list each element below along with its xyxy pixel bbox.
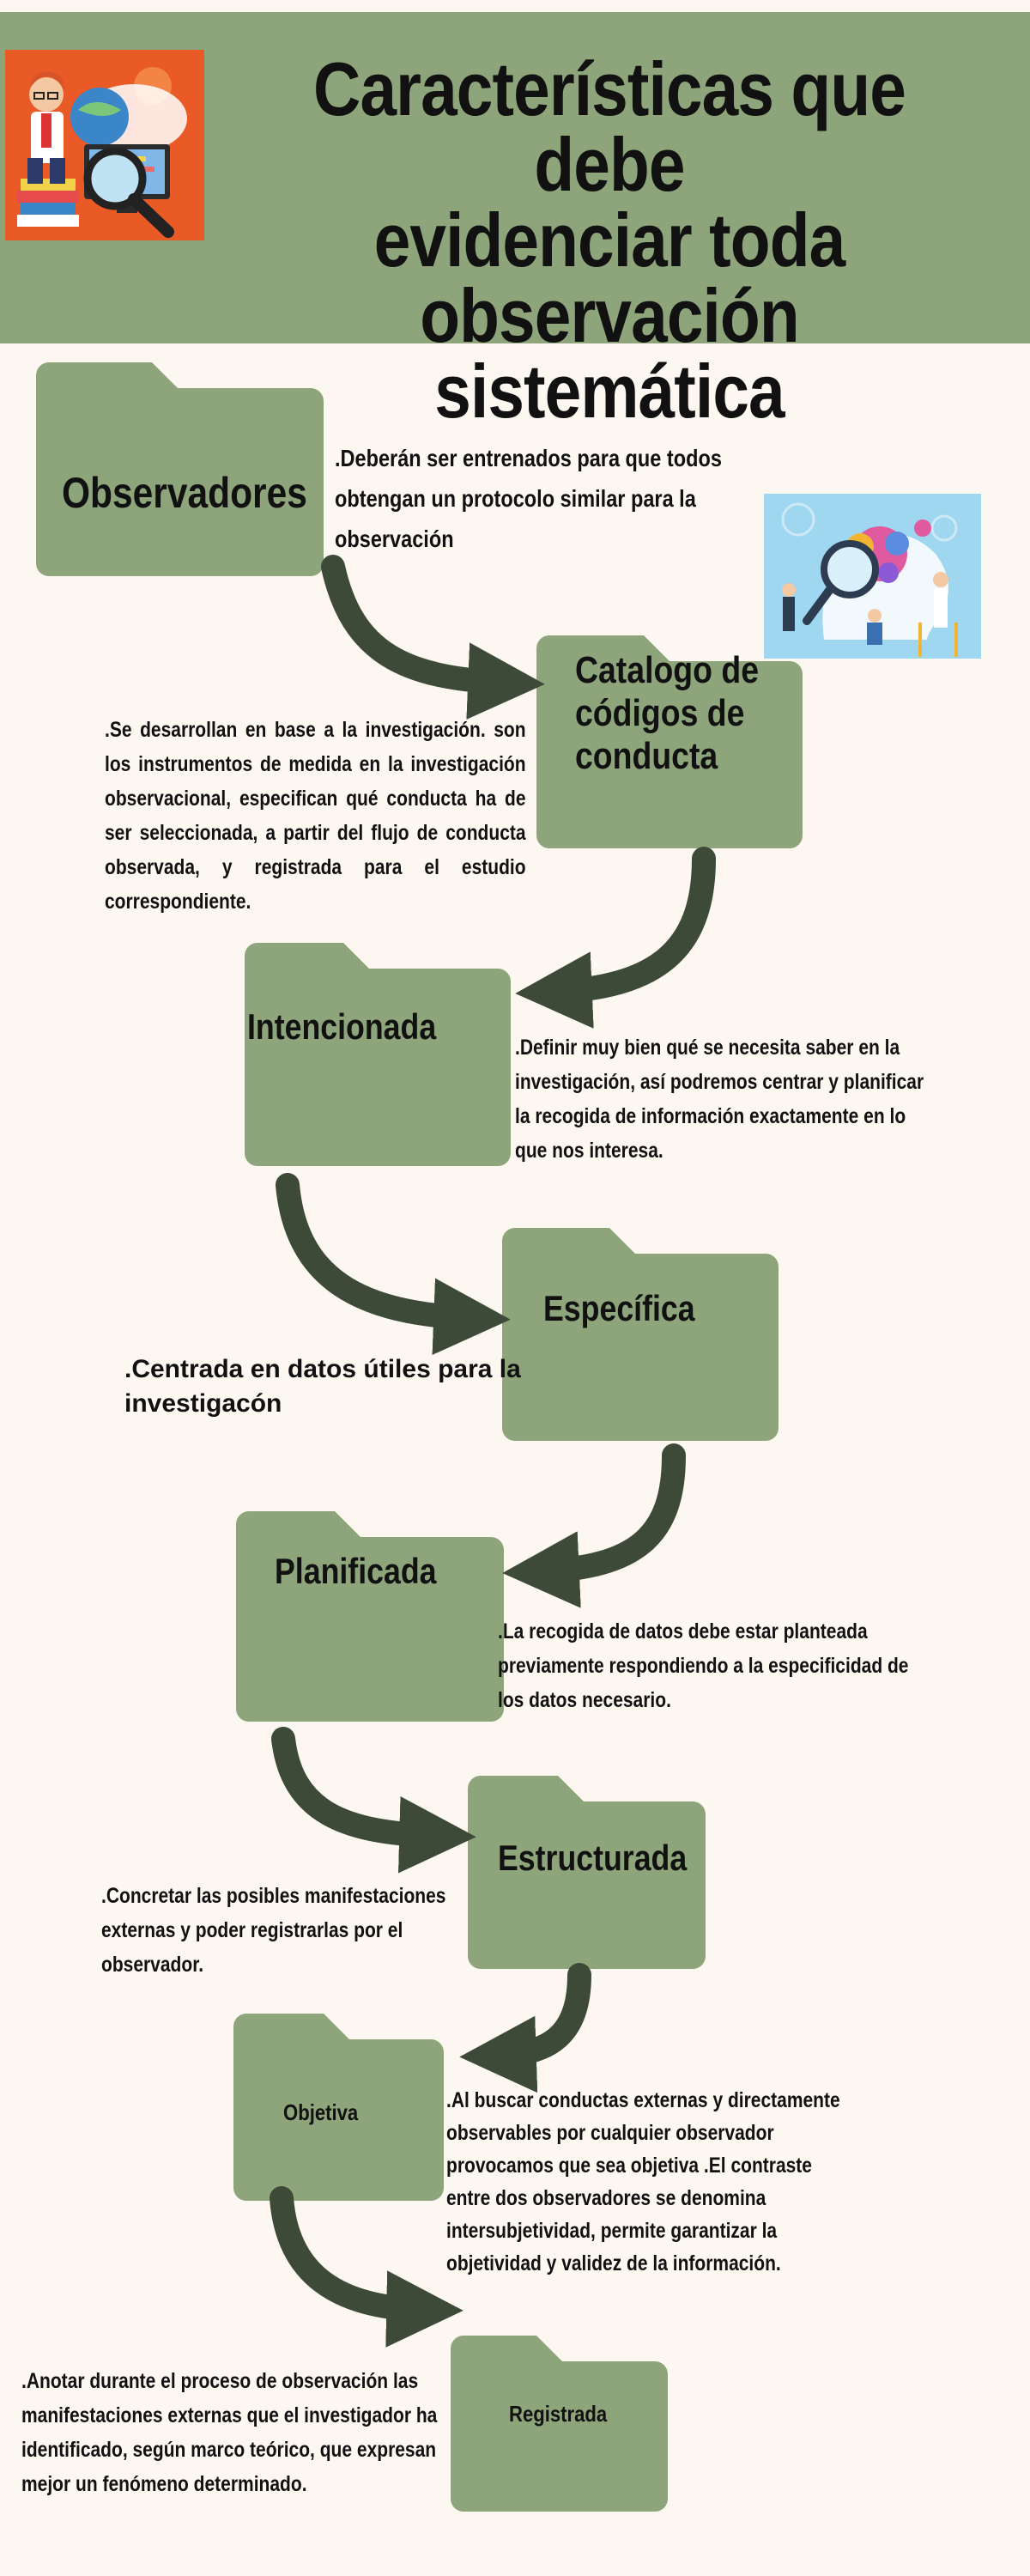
step-label-planificada: Planificada — [275, 1551, 437, 1591]
arrow-5 — [271, 1727, 476, 1874]
folder-registrada — [451, 2336, 668, 2512]
folder-estructurada — [468, 1776, 706, 1969]
step-label-registrada: Registrada — [509, 2401, 608, 2427]
title-line: observación sistemática — [420, 273, 799, 434]
step-description: .Definir muy bien qué se necesita saber … — [515, 1036, 924, 1163]
step-label-especifica: Específica — [543, 1288, 695, 1328]
page-title: Características que debe evidenciar toda… — [251, 52, 967, 429]
step-label-intencionada: Intencionada — [247, 1006, 437, 1047]
step-label-estructurada: Estructurada — [498, 1838, 688, 1878]
step-description: .Al buscar conductas externas y directam… — [446, 2088, 840, 2275]
arrow-7 — [270, 2186, 464, 2348]
brain-puzzle-icon — [764, 494, 981, 659]
step-label-text: Catalogo de códigos de conducta — [575, 649, 760, 777]
researcher-magnifier-icon — [5, 50, 204, 240]
arrow-1 — [321, 555, 545, 720]
step-description: .Anotar durante el proceso de observació… — [21, 2369, 438, 2496]
folder-intencionada — [245, 943, 511, 1166]
arrow-4 — [502, 1443, 686, 1608]
step-description: .Centrada en datos útiles para la invest… — [124, 1355, 521, 1418]
step-label-catalogo: Catalogo de códigos de conducta — [575, 649, 765, 778]
step-label-observadores: Observadores — [62, 469, 307, 517]
folder-catalogo — [536, 635, 803, 848]
step-label-objetiva: Objetiva — [283, 2099, 359, 2125]
arrow-2 — [515, 847, 716, 1029]
title-line: evidenciar toda — [373, 197, 845, 283]
folder-objetiva — [233, 2014, 444, 2201]
step-description: .Se desarrollan en base a la investigaci… — [105, 718, 526, 914]
folder-especifica — [502, 1228, 779, 1441]
arrow-6 — [459, 1963, 591, 2093]
arrow-3 — [276, 1173, 511, 1356]
folder-planificada — [236, 1511, 504, 1722]
folder-observadores — [36, 362, 324, 576]
step-description: .La recogida de datos debe estar plantea… — [498, 1619, 909, 1712]
step-description: .Deberán ser entrenados para que todos o… — [335, 445, 722, 552]
title-line: Características que debe — [313, 46, 906, 207]
step-description: .Concretar las posibles manifestaciones … — [101, 1884, 446, 1977]
